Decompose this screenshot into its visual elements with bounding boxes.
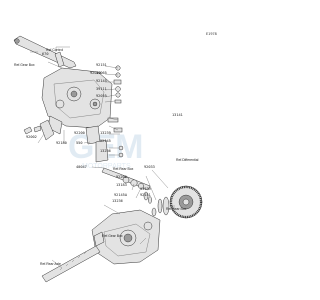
bearing-washers-lower — [143, 191, 157, 217]
pinion-shaft — [101, 167, 151, 191]
part-label: 92180 — [56, 141, 67, 145]
rear-axle-shaft — [41, 245, 101, 283]
part-label: 11065 — [96, 71, 107, 75]
part-label: 13236 — [100, 149, 111, 153]
part-label: 92033 — [144, 165, 155, 169]
part-label: 670 — [42, 52, 49, 56]
part-label: 92049 — [90, 71, 101, 75]
part-number-labels: 670 92151 92049 11065 92145 39111 92055 … — [26, 52, 183, 203]
leader-lines — [30, 46, 175, 269]
part-label: 550 — [76, 141, 83, 145]
part-label: 92145A — [114, 193, 128, 197]
part-label: 13239 — [100, 131, 111, 135]
part-label: 92151 — [96, 63, 107, 67]
shift-lever — [13, 35, 77, 69]
svg-text:MOTORPARTS: MOTORPARTS — [82, 163, 131, 170]
ref-rear-box-label: Ref.Rear Box — [113, 167, 134, 171]
ref-gear-box-label: Ref.Gear Box — [14, 63, 35, 67]
gear-box-housing — [41, 67, 113, 135]
reference-labels: Ref.Control Ref.Gear Box Ref.Differentia… — [14, 48, 199, 266]
part-label: 39111 — [96, 87, 107, 91]
part-label: 92151 — [140, 193, 151, 197]
exploded-parts-diagram: GEM MOTORPARTS E1978 — [13, 32, 217, 283]
part-label: 92055 — [96, 94, 107, 98]
small-bolts-left — [23, 125, 124, 158]
part-label: 40047 — [76, 165, 87, 169]
part-label: 92145 — [100, 139, 111, 143]
part-label: 13239 — [140, 187, 151, 191]
part-label: 92200 — [74, 131, 85, 135]
part-label: 13236 — [112, 199, 123, 203]
ref-rear-box-label: Ref.Rear Box — [166, 207, 187, 211]
part-label: 13141 — [172, 113, 183, 117]
ref-control-label: Ref.Control — [46, 48, 63, 52]
ref-differential-label: Ref.Differential — [176, 158, 199, 162]
ref-gear-box-label: Ref.Gear Box — [102, 234, 123, 238]
part-label: 92145 — [96, 79, 107, 83]
rear-gear-case — [91, 209, 161, 265]
part-label: 92002 — [26, 135, 37, 139]
part-label: 92200 — [116, 175, 127, 179]
ref-rear-axle-label: Ref.Rear Axle — [40, 262, 61, 266]
differential-ring-gear — [157, 185, 203, 219]
part-label: 13183 — [116, 183, 127, 187]
figure-code: E1978 — [206, 32, 217, 36]
parts-diagram-page: GEM MOTORPARTS E1978 — [13, 32, 217, 283]
shaft-stack-right — [113, 65, 122, 104]
